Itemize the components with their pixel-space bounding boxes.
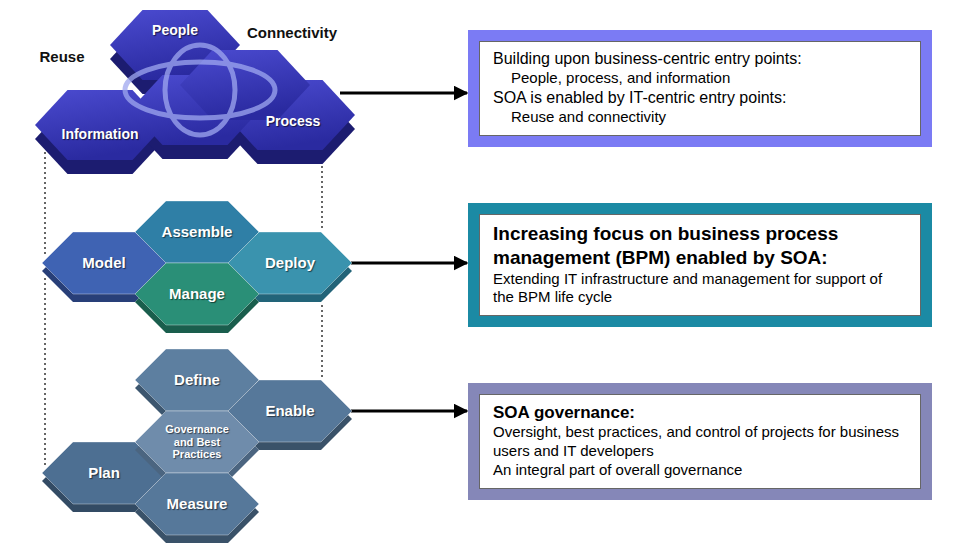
box-text: Reuse and connectivity <box>493 108 907 127</box>
hex-tile: Manage <box>135 263 259 325</box>
arrow-connector <box>340 92 467 95</box>
info-box: SOA governance:Oversight, best practices… <box>468 383 932 500</box>
hex-tile: Governance and Best Practices <box>135 411 259 473</box>
box-text: Building upon business-centric entry poi… <box>493 49 907 69</box>
hex-tile: Measure <box>135 473 259 535</box>
hex-label: Model <box>82 254 125 271</box>
box-text: An integral part of overall governance <box>493 461 907 480</box>
arrow-connector <box>351 410 467 413</box>
layer-label: Information <box>62 126 139 142</box>
hex-label: Governance and Best Practices <box>158 423 236 461</box>
box-text: SOA is enabled by IT-centric entry point… <box>493 88 907 108</box>
info-box: Increasing focus on business process man… <box>468 203 932 327</box>
layer-label: Process <box>266 113 320 129</box>
box-text: People, process, and information <box>493 69 907 88</box>
layer-label: People <box>152 22 198 38</box>
box-text: Extending IT infrastructure and manageme… <box>493 270 907 308</box>
entry-point-label: Reuse <box>39 48 84 65</box>
hex-label: Assemble <box>162 223 233 240</box>
arrow-connector <box>351 262 467 265</box>
hex-label: Define <box>174 371 220 388</box>
box-text: SOA governance: <box>493 402 907 423</box>
hex-label: Enable <box>265 402 314 419</box>
hex-label: Deploy <box>265 254 315 271</box>
hex-label: Measure <box>167 495 228 512</box>
box-text: Increasing focus on business process man… <box>493 222 907 270</box>
box-text: Oversight, best practices, and control o… <box>493 423 907 461</box>
info-box: Building upon business-centric entry poi… <box>468 30 932 147</box>
entry-point-label: Connectivity <box>247 24 337 41</box>
hex-label: Manage <box>169 285 225 302</box>
hex-label: Plan <box>88 464 120 481</box>
